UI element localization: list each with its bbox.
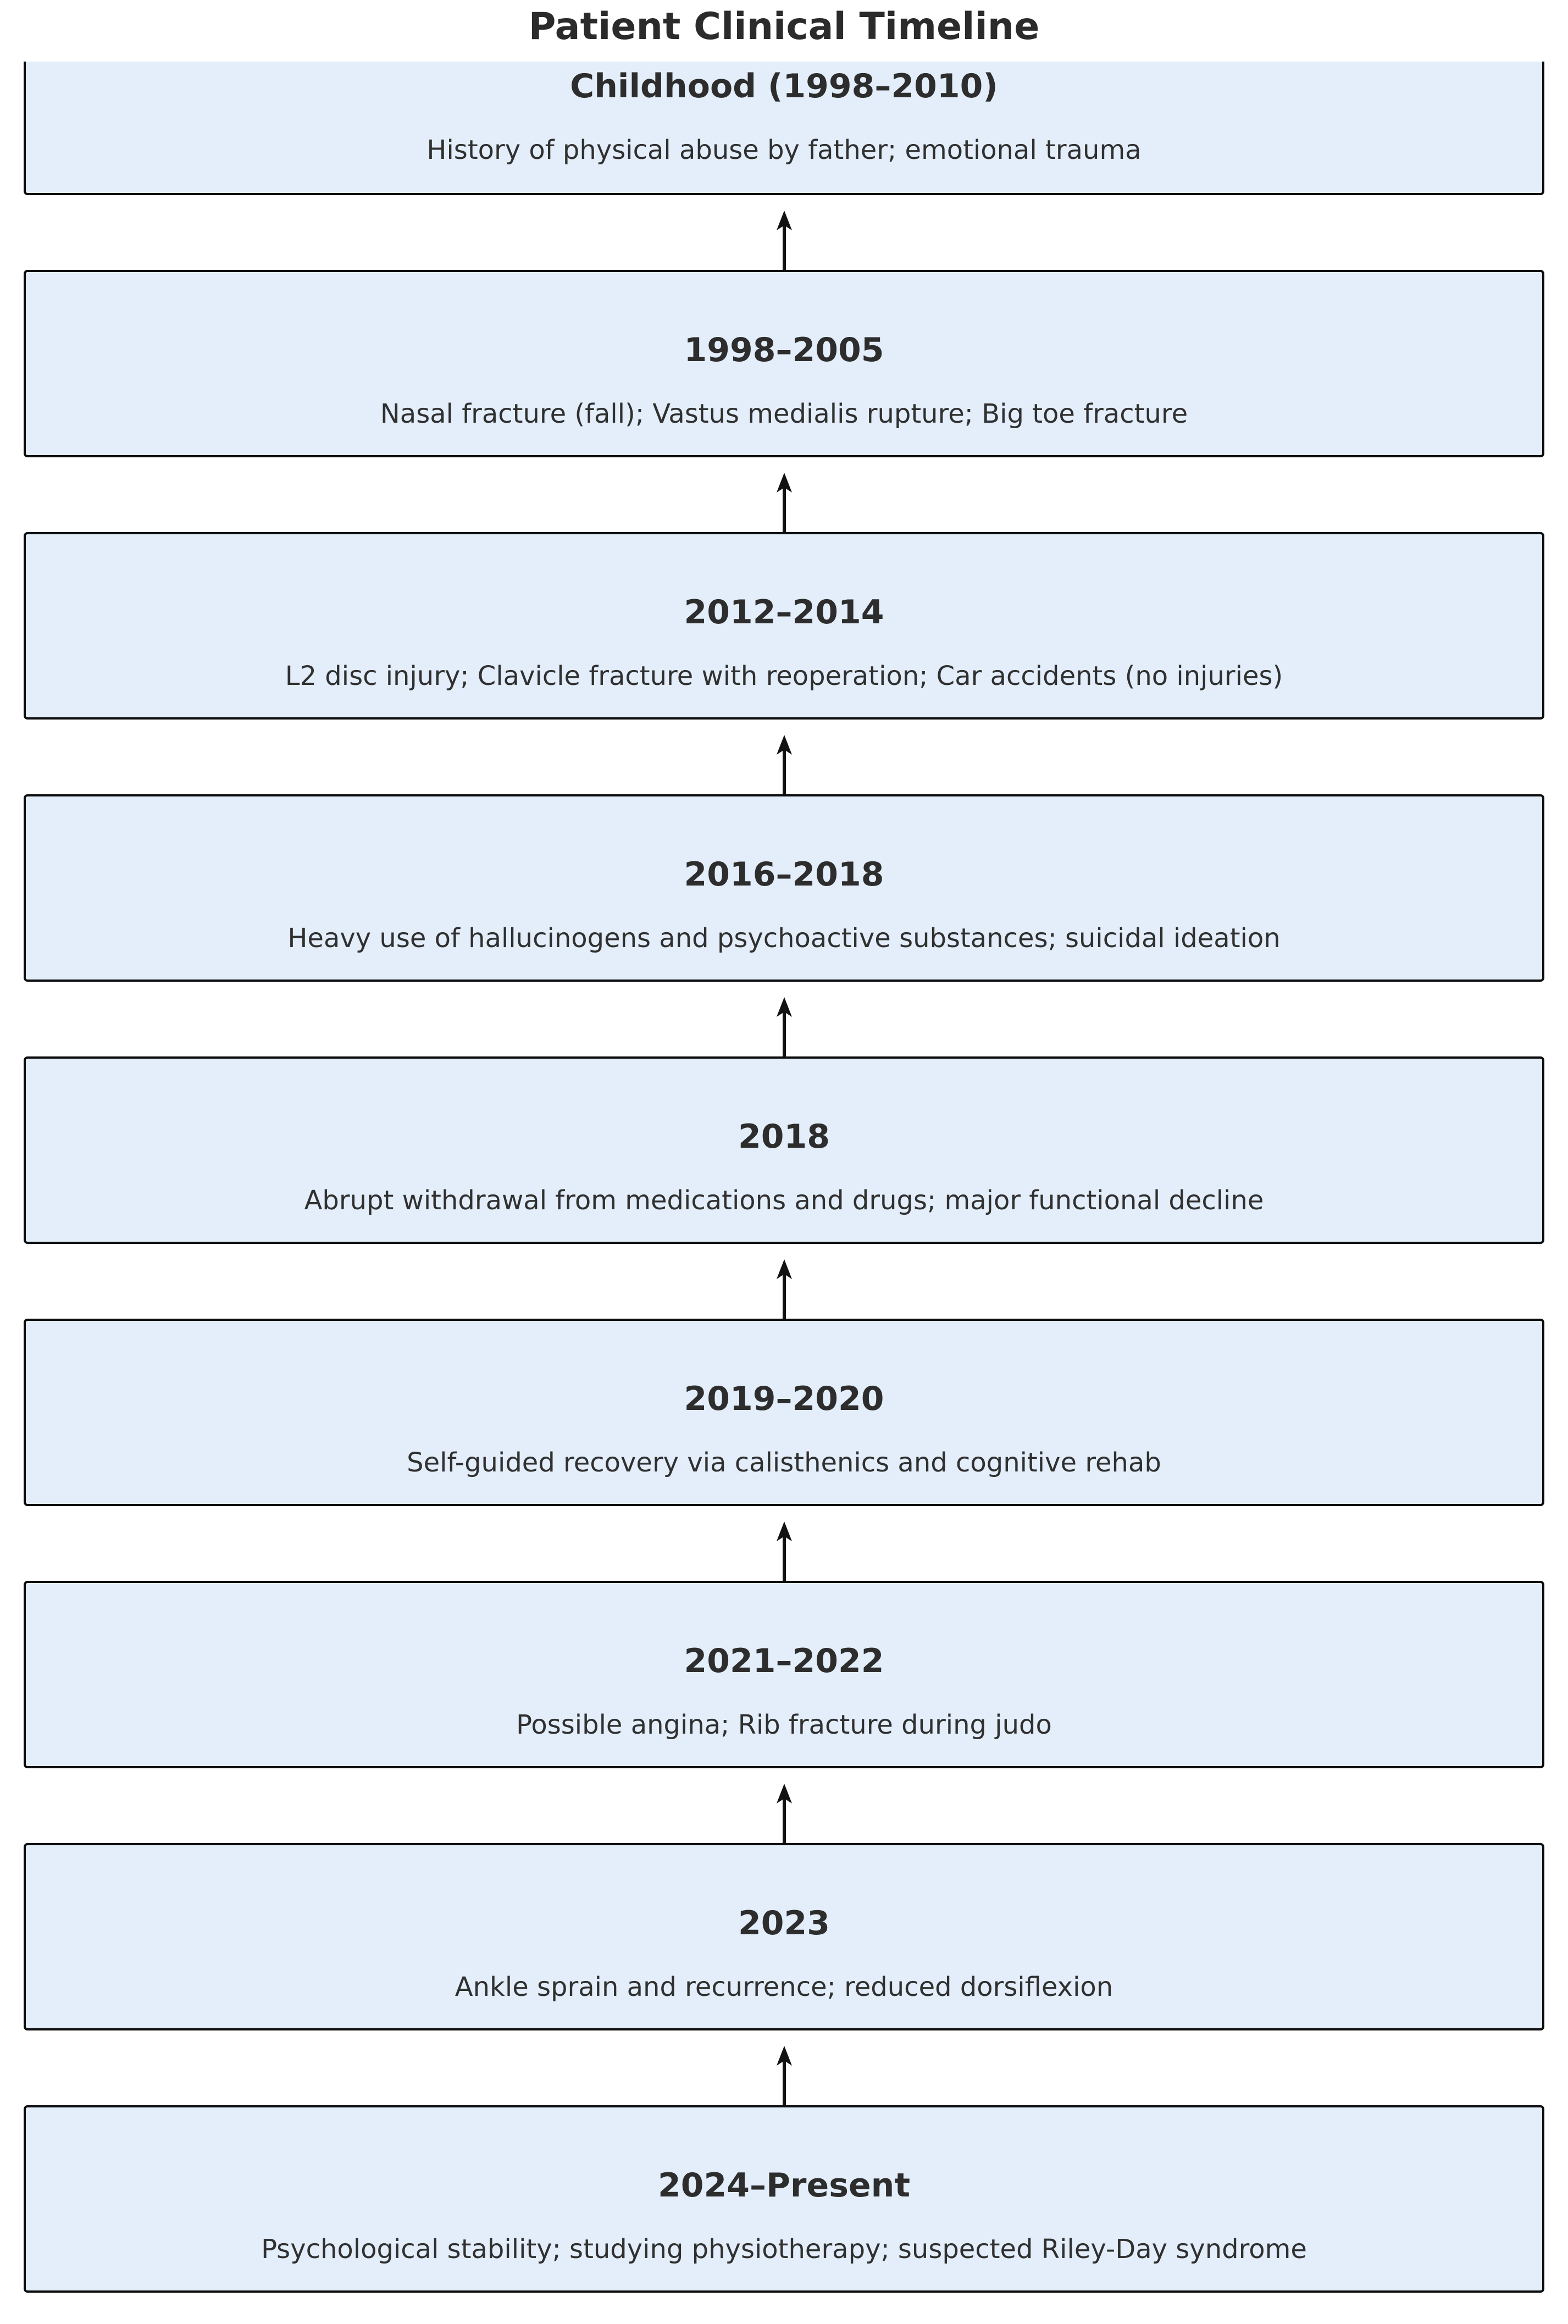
event-box-2018: 2018 Abrupt withdrawal from medications … (24, 1056, 1544, 1244)
event-box-1998-2005: 1998–2005 Nasal fracture (fall); Vastus … (24, 270, 1544, 457)
flow-connector (0, 1244, 1568, 1319)
event-period: 2016–2018 (684, 855, 884, 894)
event-description: History of physical abuse by father; emo… (426, 135, 1142, 165)
event-box-2019-2020: 2019–2020 Self-guided recovery via calis… (24, 1319, 1544, 1506)
event-description: Psychological stability; studying physio… (261, 2234, 1307, 2265)
arrow-up-icon (776, 1521, 792, 1581)
flow-connector (0, 982, 1568, 1056)
title-block: Patient Clinical Timeline (0, 0, 1568, 62)
event-period: 2012–2014 (684, 593, 884, 632)
arrow-up-icon (776, 473, 792, 532)
event-period: 2024–Present (657, 2166, 911, 2205)
event-period: 2018 (738, 1117, 830, 1156)
event-description: Possible angina; Rib fracture during jud… (516, 1709, 1052, 1740)
event-period: Childhood (1998–2010) (570, 67, 998, 106)
event-box-2021-2022: 2021–2022 Possible angina; Rib fracture … (24, 1581, 1544, 1768)
flow-connector (0, 1506, 1568, 1581)
event-box-2023: 2023 Ankle sprain and recurrence; reduce… (24, 1843, 1544, 2030)
arrow-up-icon (776, 2046, 792, 2105)
event-box-childhood: Childhood (1998–2010) History of physica… (24, 62, 1544, 195)
flow-connector (0, 1768, 1568, 1843)
event-description: Heavy use of hallucinogens and psychoact… (287, 923, 1281, 954)
event-period: 2023 (738, 1904, 830, 1943)
arrow-up-icon (776, 1784, 792, 1843)
flow-connector (0, 195, 1568, 270)
event-description: L2 disc injury; Clavicle fracture with r… (285, 661, 1283, 691)
event-description: Self-guided recovery via calisthenics an… (407, 1447, 1161, 1478)
event-description: Nasal fracture (fall); Vastus medialis r… (380, 399, 1188, 429)
event-box-2012-2014: 2012–2014 L2 disc injury; Clavicle fract… (24, 532, 1544, 720)
event-box-2016-2018: 2016–2018 Heavy use of hallucinogens and… (24, 794, 1544, 982)
arrow-up-icon (776, 211, 792, 270)
arrow-up-icon (776, 1259, 792, 1319)
flow-connector (0, 457, 1568, 532)
arrow-up-icon (776, 735, 792, 794)
event-description: Ankle sprain and recurrence; reduced dor… (455, 1972, 1113, 2002)
flow-connector (0, 2030, 1568, 2105)
page-title: Patient Clinical Timeline (528, 5, 1040, 48)
flow-connector (0, 720, 1568, 794)
event-period: 2021–2022 (684, 1642, 884, 1680)
event-period: 2019–2020 (684, 1380, 884, 1418)
event-description: Abrupt withdrawal from medications and d… (304, 1185, 1264, 1216)
event-box-2024-present: 2024–Present Psychological stability; st… (24, 2105, 1544, 2293)
event-period: 1998–2005 (684, 331, 884, 369)
arrow-up-icon (776, 997, 792, 1056)
